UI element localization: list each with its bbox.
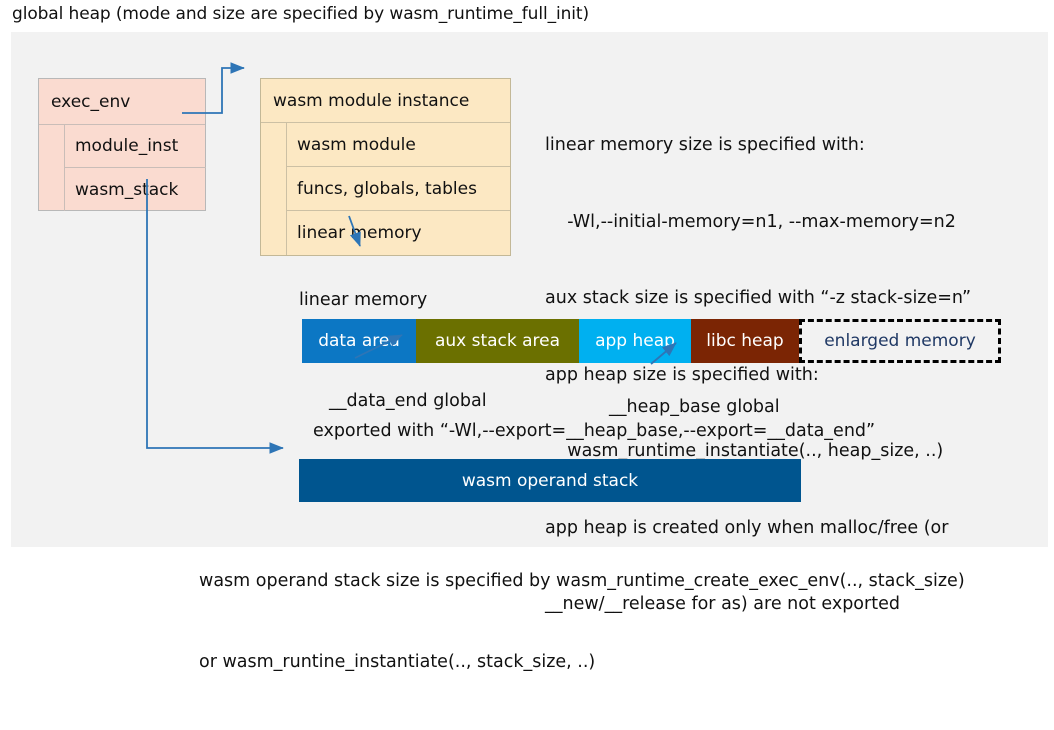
note-line-1: linear memory size is specified with: bbox=[545, 135, 865, 155]
note-line-2: -Wl,--initial-memory=n1, --max-memory=n2 bbox=[545, 211, 956, 232]
memory-segment-libc-heap: libc heap bbox=[691, 319, 799, 363]
note-line-6: app heap is created only when malloc/fre… bbox=[545, 517, 949, 538]
note-line-4: app heap size is specified with: bbox=[545, 364, 819, 385]
annotation-exported-with: exported with “-Wl,--export=__heap_base,… bbox=[313, 421, 876, 441]
exec-env-field-module-inst: module_inst bbox=[65, 125, 206, 168]
wasm-module-instance-header: wasm module instance bbox=[261, 79, 510, 123]
module-row-funcs-globals-tables: funcs, globals, tables bbox=[287, 167, 510, 211]
wasm-module-instance-box: wasm module instance wasm module funcs, … bbox=[260, 78, 511, 256]
memory-segment-enlarged-memory: enlarged memory bbox=[799, 319, 1001, 363]
annotation-data-end: __data_end global bbox=[329, 391, 487, 411]
memory-segment-aux-stack-area: aux stack area bbox=[416, 319, 579, 363]
note-line-3: aux stack size is specified with “-z sta… bbox=[545, 288, 972, 308]
exec-env-field-wasm-stack: wasm_stack bbox=[75, 179, 179, 200]
linear-memory-label: linear memory bbox=[299, 290, 428, 310]
module-row-wasm-module: wasm module bbox=[287, 123, 510, 167]
operand-note-line-1: wasm operand stack size is specified by … bbox=[199, 571, 965, 591]
operand-note-line-2: or wasm_runtine_instantiate(.., stack_si… bbox=[199, 652, 596, 672]
memory-segment-app-heap: app heap bbox=[579, 319, 691, 363]
wasm-module-instance-gutter bbox=[261, 123, 287, 255]
note-line-5: wasm_runtime_instantiate(.., heap_size, … bbox=[545, 441, 944, 461]
exec-env-box: exec_env module_inst wasm_stack bbox=[38, 78, 206, 211]
annotation-heap-base: __heap_base global bbox=[609, 397, 780, 417]
diagram-root: global heap (mode and size are specified… bbox=[11, 4, 1048, 672]
operand-stack-notes: wasm operand stack size is specified by … bbox=[199, 514, 1049, 730]
exec-env-header: exec_env bbox=[39, 79, 205, 125]
diagram-canvas: exec_env module_inst wasm_stack wasm mod… bbox=[11, 32, 1048, 672]
module-row-linear-memory: linear memory bbox=[297, 223, 422, 243]
wasm-operand-stack-box: wasm operand stack bbox=[299, 459, 801, 502]
exec-env-gutter bbox=[39, 125, 65, 211]
page-title: global heap (mode and size are specified… bbox=[12, 4, 589, 24]
memory-segment-data-area: data area bbox=[302, 319, 416, 363]
